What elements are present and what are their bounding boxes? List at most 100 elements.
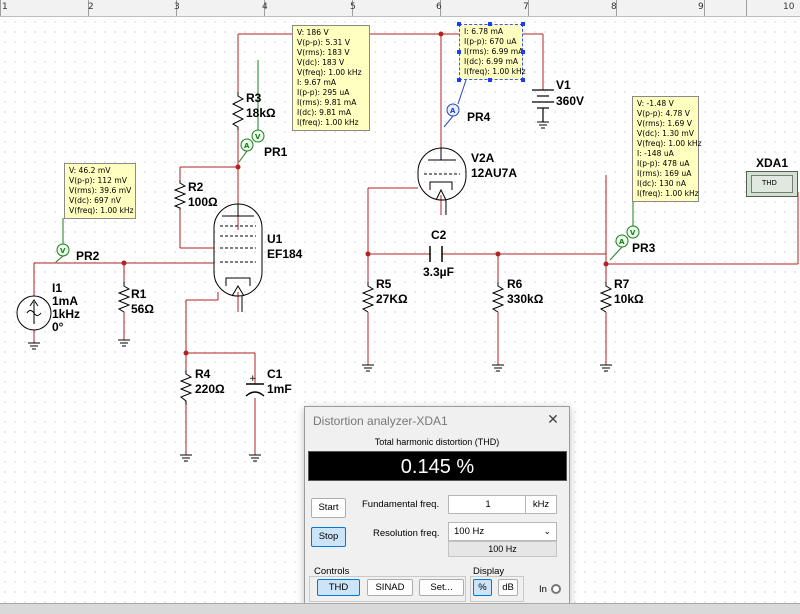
probe-pr2-readout[interactable]: V: 46.2 mV V(p-p): 112 mV V(rms): 39.6 m…: [64, 163, 136, 219]
svg-text:V: V: [60, 247, 66, 255]
r6-label: R6: [507, 277, 523, 291]
r2-symbol: [173, 180, 187, 210]
ruler-tick: [352, 0, 353, 16]
r2-value: 100Ω: [188, 195, 218, 209]
r1-label: R1: [131, 287, 147, 301]
xda1-face-label: THD: [762, 179, 777, 187]
r2-label: R2: [188, 180, 204, 194]
thd-mode-button[interactable]: THD: [317, 579, 360, 596]
probe-line: V(freq): 1.00 kHz: [69, 206, 134, 215]
c1-value: 1mF: [267, 382, 292, 396]
stop-button[interactable]: Stop: [311, 527, 346, 547]
r4-symbol: [179, 370, 193, 405]
probe-line: V: -1.48 V: [637, 99, 674, 108]
distortion-analyzer-dialog: Distortion analyzer-XDA1 ✕ Total harmoni…: [304, 406, 570, 606]
pr1-label: PR1: [264, 145, 288, 159]
probe-line: V: 186 V: [297, 28, 329, 37]
ruler-tick: [0, 0, 1, 16]
r5-label: R5: [376, 277, 392, 291]
probe-line: I(dc): 9.81 mA: [297, 108, 352, 117]
svg-text:V: V: [255, 133, 261, 141]
input-terminal-icon[interactable]: [551, 584, 561, 594]
selection-handle[interactable]: [488, 22, 492, 26]
pr2-label: PR2: [76, 249, 100, 263]
controls-group: [309, 576, 466, 602]
r4-value: 220Ω: [195, 382, 225, 396]
r1-symbol: [117, 282, 131, 313]
probe-line: V(p-p): 4.78 V: [637, 109, 690, 118]
i1-frequency: 1kHz: [52, 307, 80, 321]
r4-label: R4: [195, 367, 211, 381]
selection-handle[interactable]: [457, 22, 461, 26]
resolution-freq-label: Resolution freq.: [373, 528, 440, 539]
percent-display-button[interactable]: %: [473, 579, 492, 596]
probe-line: I(rms): 6.99 mA: [464, 47, 524, 56]
fundamental-freq-label: Fundamental freq.: [362, 499, 440, 510]
pr4-label: PR4: [467, 110, 491, 124]
ruler-tick: [746, 0, 747, 16]
selection-handle[interactable]: [457, 78, 461, 82]
r3-label: R3: [246, 91, 262, 105]
controls-group-label: Controls: [314, 566, 350, 577]
set-button[interactable]: Set...: [419, 579, 464, 596]
probe-line: I(p-p): 295 uA: [297, 88, 350, 97]
resolution-freq-select[interactable]: 100 Hz ⌄: [448, 522, 557, 541]
c1-label: C1: [267, 367, 283, 381]
r5-value: 27KΩ: [376, 292, 408, 306]
probe-pr4-readout[interactable]: I: 6.78 mA I(p-p): 670 uA I(rms): 6.99 m…: [457, 22, 526, 82]
probe-line: I: -148 uA: [637, 149, 674, 158]
probe-line: I(dc): 130 nA: [637, 179, 687, 188]
probe-line: I(p-p): 670 uA: [464, 37, 517, 46]
ruler-number: 1: [2, 2, 8, 12]
probe-line: I(dc): 6.99 mA: [464, 57, 519, 66]
close-icon[interactable]: ✕: [547, 411, 559, 427]
selection-handle[interactable]: [521, 22, 525, 26]
ruler-number: 6: [436, 2, 442, 12]
probe-line: V(p-p): 112 mV: [69, 176, 127, 185]
ruler-number: 10: [783, 2, 795, 12]
svg-text:A: A: [619, 238, 625, 246]
probe-line: V(dc): 697 nV: [69, 196, 122, 205]
r3-value: 18kΩ: [246, 106, 276, 120]
sinad-mode-button[interactable]: SINAD: [367, 579, 413, 596]
probe-line: I: 6.78 mA: [464, 27, 504, 36]
resistor-symbols: [117, 92, 613, 405]
c2-value: 3.3µF: [423, 265, 454, 279]
db-display-button[interactable]: dB: [498, 579, 518, 596]
ruler-tick: [264, 0, 265, 16]
selection-handle[interactable]: [457, 50, 461, 54]
v1-label: V1: [556, 78, 571, 92]
pr3-label: PR3: [632, 241, 656, 255]
probe-line: I(freq): 1.00 kHz: [297, 118, 359, 127]
selection-handle[interactable]: [488, 78, 492, 82]
fundamental-freq-input[interactable]: 1: [448, 495, 528, 514]
r7-symbol: [599, 282, 613, 313]
r6-symbol: [491, 282, 505, 313]
ruler-tick: [88, 0, 89, 16]
ruler-tick: [440, 0, 441, 16]
r6-value: 330kΩ: [507, 292, 544, 306]
chevron-down-icon: ⌄: [543, 526, 551, 536]
fundamental-freq-unit[interactable]: kHz: [525, 495, 557, 514]
c2-label: C2: [431, 228, 447, 242]
probe-line: I(freq): 1.00 kHz: [464, 67, 526, 76]
selection-handle[interactable]: [521, 50, 525, 54]
u1-value: EF184: [267, 247, 303, 261]
ruler-number: 4: [262, 2, 268, 12]
probe-line: V(rms): 183 V: [297, 48, 350, 57]
probe-pr1-readout[interactable]: V: 186 V V(p-p): 5.31 V V(rms): 183 V V(…: [292, 25, 370, 131]
ruler-number: 3: [174, 2, 180, 12]
junctions: [121, 31, 609, 356]
start-button[interactable]: Start: [311, 498, 346, 518]
ruler-tick: [616, 0, 617, 16]
distortion-analyzer-instrument[interactable]: THD: [746, 171, 798, 197]
top-ruler: 1 2 3 4 5 6 7 8 9 10: [0, 0, 800, 17]
r7-value: 10kΩ: [614, 292, 644, 306]
ruler-number: 9: [698, 2, 704, 12]
probe-pr3-readout[interactable]: V: -1.48 V V(p-p): 4.78 V V(rms): 1.69 V…: [632, 96, 702, 202]
v2a-value: 12AU7A: [471, 166, 517, 180]
probe-line: I: 9.67 mA: [297, 78, 337, 87]
selection-handle[interactable]: [521, 78, 525, 82]
bottom-scrollbar[interactable]: [0, 603, 800, 614]
